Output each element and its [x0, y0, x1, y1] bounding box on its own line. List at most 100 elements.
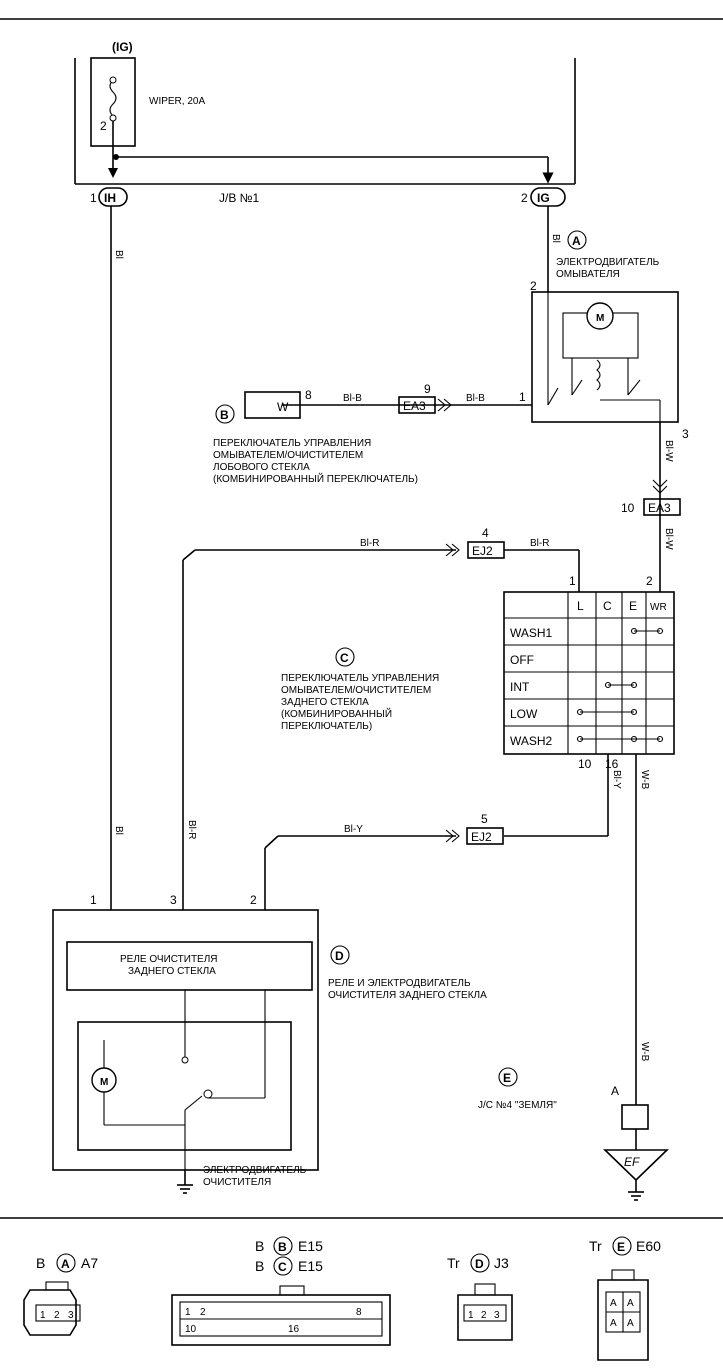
row-wash1: WASH1 [510, 626, 553, 640]
ej2-bottom-pin: 5 [481, 812, 488, 826]
relay-label-2: ЗАДНЕГО СТЕКЛА [128, 966, 216, 977]
legend-e-color: Tr [589, 1238, 602, 1254]
ej2-bottom-code: EJ2 [471, 830, 492, 844]
relay-pin-1: 1 [90, 893, 97, 907]
wire-label-w-b-top: W-B [639, 770, 650, 790]
relay-coil-box [66, 941, 313, 991]
relay-title-2: ОЧИСТИТЕЛЯ ЗАДНЕГО СТЕКЛА [328, 990, 487, 1001]
ea3-top-pin: 9 [424, 382, 431, 396]
legend-a: B A A7 1 2 3 [23, 1253, 98, 1336]
col-header-wr: WR [650, 602, 667, 613]
switch-b-line-3: ЛОБОВОГО СТЕКЛА [213, 462, 310, 473]
ej2-top-code: EJ2 [472, 544, 493, 558]
legend-b-color: B [255, 1238, 264, 1254]
legend-e-code: E60 [636, 1238, 661, 1254]
wire-label-bl-y-top: Bl-Y [344, 824, 363, 835]
row-off: OFF [510, 653, 534, 667]
legend-b-badge: B [278, 1240, 287, 1254]
ej2-bottom-connector [466, 827, 504, 845]
svg-text:1: 1 [40, 1310, 46, 1321]
motor-a-title-2: ОМЫВАТЕЛЯ [556, 269, 620, 280]
badge-c-icon [335, 647, 355, 667]
legend-a-code: A7 [81, 1255, 98, 1271]
legend-e-badge: E [617, 1240, 625, 1254]
jb-right-code: IG [537, 191, 550, 205]
ea3-top-connector [398, 396, 436, 414]
svg-text:3: 3 [494, 1310, 500, 1321]
wire-label-bl-y-right: Bl-Y [611, 770, 622, 789]
legend-bc: B B E15 B C E15 1 2 8 10 16 [171, 1236, 391, 1346]
motor-a-pin-top: 2 [530, 279, 537, 293]
relay-pin-3: 3 [170, 893, 177, 907]
svg-text:1: 1 [468, 1310, 474, 1321]
svg-text:A: A [627, 1298, 634, 1309]
legend-d: Tr D J3 1 2 3 [447, 1253, 513, 1341]
jb-left-connector [98, 187, 128, 207]
svg-text:2: 2 [481, 1310, 487, 1321]
wire-label-bl-top: Bl [113, 250, 124, 259]
legend-d-code: J3 [494, 1255, 509, 1271]
switch-c-line-4: (КОМБИНИРОВАННЫЙ [281, 707, 392, 720]
switch-b-line-2: ОМЫВАТЕЛЕМ/ОЧИСТИТЕЛЕМ [213, 450, 363, 461]
wire-label-bl-b-left: Bl-B [343, 393, 362, 404]
svg-text:A: A [610, 1298, 617, 1309]
ground-e-pin: A [611, 1084, 619, 1098]
legend-a-connector-icon [23, 1289, 77, 1336]
legend-c-color: B [255, 1258, 264, 1274]
motor-label-2: ОЧИСТИТЕЛЯ [203, 1177, 271, 1188]
relay-title-1: РЕЛЕ И ЭЛЕКТРОДВИГАТЕЛЬ [328, 978, 471, 989]
switch-b-line-1: ПЕРЕКЛЮЧАТЕЛЬ УПРАВЛЕНИЯ [213, 438, 371, 449]
motor-label-1: ЭЛЕКТРОДВИГАТЕЛЬ [203, 1165, 307, 1176]
switch-b-terminal: W [277, 400, 289, 414]
relay-label-1: РЕЛЕ ОЧИСТИТЕЛЯ [120, 954, 218, 965]
motor-a-pin-left: 1 [519, 390, 526, 404]
motor-a-box [531, 291, 679, 423]
switch-b-box [244, 391, 301, 419]
switch-b: W 8 B ПЕРЕКЛЮЧАТЕЛЬ УПРАВЛЕНИЯ ОМЫВАТЕЛЕ… [213, 388, 418, 485]
switch-b-line-4: (КОМБИНИРОВАННЫЙ ПЕРЕКЛЮЧАТЕЛЬ) [213, 472, 418, 485]
legend-e: Tr E E60 A A A A [589, 1236, 661, 1361]
svg-text:1: 1 [185, 1307, 191, 1318]
switch-c-pin-l: 1 [569, 574, 576, 588]
wire-label-bl-r-mid: Bl-R [186, 820, 197, 839]
wire-label-w-b-bottom: W-B [639, 1042, 650, 1062]
legend-c-badge: C [278, 1260, 287, 1274]
switch-c-line-2: ОМЫВАТЕЛЕМ/ОЧИСТИТЕЛЕМ [281, 685, 431, 696]
legend-c-code: E15 [298, 1258, 323, 1274]
legend-a-badge: A [61, 1257, 70, 1271]
badge-a-icon [567, 230, 587, 250]
badge-c: C [340, 651, 349, 665]
ground-e-code: EF [624, 1155, 640, 1169]
ground-e: E J/C №4 "ЗЕМЛЯ" A EF [478, 1067, 669, 1201]
switch-c-line-1: ПЕРЕКЛЮЧАТЕЛЬ УПРАВЛЕНИЯ [281, 673, 439, 684]
jb-left-code: IH [104, 191, 116, 205]
col-header-c: C [603, 599, 612, 613]
svg-text:M: M [596, 313, 604, 324]
switch-c: 1 2 L C E WR WASH1 OFF INT LOW WASH2 [281, 574, 675, 771]
ej2-top-pin: 4 [482, 526, 489, 540]
washer-motor-a: A ЭЛЕКТРОДВИГАТЕЛЬ ОМЫВАТЕЛЯ 2 M 1 3 [519, 230, 689, 441]
svg-text:8: 8 [356, 1307, 362, 1318]
badge-d: D [335, 949, 344, 963]
fuse-block: (IG) 2 WIPER, 20A [90, 40, 205, 147]
wire-label-bl-w-top: Bl-W [663, 440, 674, 462]
jb-left-pin: 1 [90, 191, 97, 205]
switch-c-pin-bottom-right: 16 [605, 757, 619, 771]
motor-a-icon [586, 302, 614, 330]
legend-d-color: Tr [447, 1255, 460, 1271]
legend-a-color: B [36, 1255, 45, 1271]
svg-text:2: 2 [54, 1310, 60, 1321]
svg-text:2: 2 [200, 1307, 206, 1318]
wiper-motor-icon [91, 1067, 117, 1093]
jb-right-pin: 2 [521, 191, 528, 205]
switch-c-pin-wr: 2 [646, 574, 653, 588]
ground-e-connector [621, 1104, 649, 1130]
wire-label-bl-a: Bl [550, 234, 561, 243]
switch-c-line-3: ЗАДНЕГО СТЕКЛА [281, 697, 369, 708]
legend-b-code: E15 [298, 1238, 323, 1254]
wire-label-bl-mid: Bl [113, 826, 124, 835]
ea3-right-pin: 10 [621, 501, 635, 515]
wire-label-bl-r-right: Bl-R [530, 538, 549, 549]
fuse-element-icon [109, 79, 117, 117]
